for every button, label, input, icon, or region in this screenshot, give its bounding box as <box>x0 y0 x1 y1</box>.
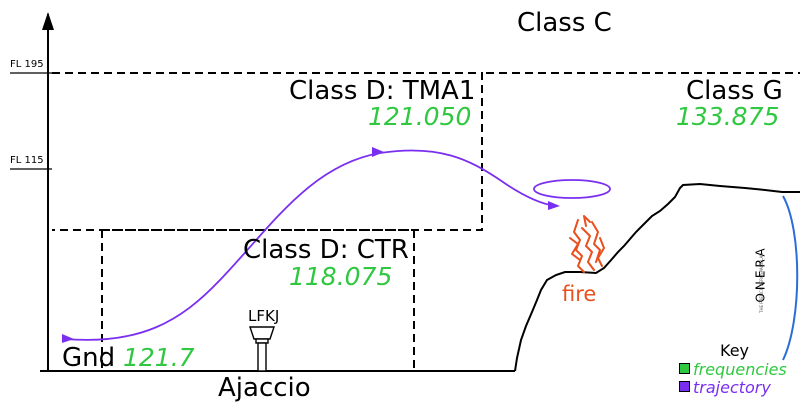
class-g-frequency: 133.875 <box>676 102 780 131</box>
trajectory-arrow-end <box>548 201 560 210</box>
onera-logo-arc <box>782 195 799 361</box>
altitude-axis-arrowhead <box>42 12 54 30</box>
trajectory-arrow-start <box>62 334 74 343</box>
key-title: Key <box>720 341 750 360</box>
key-item-frequencies: frequencies <box>679 362 787 378</box>
fl195-label: FL 195 <box>10 59 44 70</box>
lfkj-tower <box>249 326 275 372</box>
fire-icon <box>569 215 605 273</box>
ctr-boundary <box>101 229 415 368</box>
onera-logo-tagline: THE FRENCH AEROSPACE LAB <box>758 253 764 313</box>
key-item-trajectory: trajectory <box>679 380 771 396</box>
class-c-label: Class C <box>517 8 612 38</box>
gnd-label: Gnd <box>62 343 116 373</box>
key-item-frequencies-label: frequencies <box>693 360 787 379</box>
class-d-ctr-label: Class D: CTR <box>243 235 409 265</box>
frequencies-swatch-icon <box>679 363 690 374</box>
tma1-boundary <box>52 72 800 231</box>
class-d-tma1-label: Class D: TMA1 <box>289 76 476 106</box>
fl115-label: FL 115 <box>10 155 44 166</box>
aircraft-trajectory <box>63 149 611 341</box>
gnd-frequency: 121.7 <box>123 343 195 372</box>
terrain-profile <box>514 182 800 372</box>
tma1-frequency: 121.050 <box>368 102 472 131</box>
ctr-frequency: 118.075 <box>289 262 393 291</box>
trajectory-arrow-mid <box>372 147 384 157</box>
lfkj-label: LFKJ <box>248 307 280 325</box>
trajectory-swatch-icon <box>679 381 690 392</box>
fire-label: fire <box>562 282 597 306</box>
ajaccio-label: Ajaccio <box>218 373 311 403</box>
class-g-label: Class G <box>686 76 783 106</box>
key-item-trajectory-label: trajectory <box>693 378 771 397</box>
